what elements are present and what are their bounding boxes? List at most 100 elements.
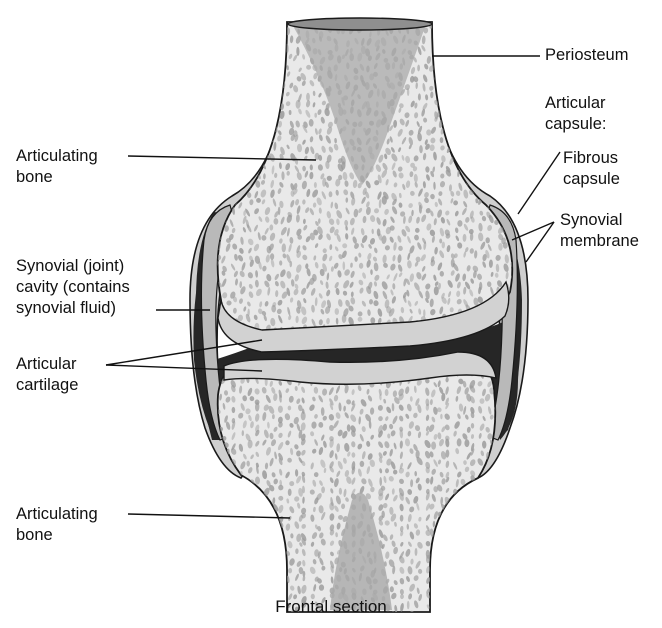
spongy-bone-mark	[231, 128, 238, 138]
spongy-bone-mark	[231, 481, 236, 486]
spongy-bone-mark	[446, 36, 453, 45]
spongy-bone-mark	[264, 63, 268, 71]
leader-articulating-bone-bottom	[128, 514, 290, 518]
spongy-bone-mark	[225, 152, 231, 158]
spongy-bone-mark	[264, 567, 270, 575]
spongy-bone-mark	[463, 543, 467, 551]
spongy-bone-mark	[479, 502, 485, 509]
spongy-bone-mark	[455, 531, 460, 540]
spongy-bone-mark	[464, 549, 471, 558]
spongy-bone-mark	[453, 130, 458, 136]
spongy-bone-mark	[274, 37, 278, 43]
spongy-bone-mark	[266, 559, 271, 565]
spongy-bone-mark	[485, 30, 490, 38]
label-articulating-bone-top-line1: Articulating	[16, 146, 98, 167]
spongy-bone-mark	[495, 531, 501, 537]
spongy-bone-mark	[278, 579, 285, 587]
spongy-bone-mark	[457, 523, 463, 530]
spongy-bone-mark	[278, 583, 285, 591]
spongy-bone-mark	[494, 504, 501, 512]
spongy-bone-mark	[461, 154, 468, 163]
spongy-bone-mark	[224, 577, 230, 586]
spongy-bone-mark	[255, 528, 261, 537]
spongy-bone-mark	[237, 495, 245, 505]
spongy-bone-mark	[466, 170, 471, 176]
spongy-bone-mark	[472, 170, 477, 178]
spongy-bone-mark	[262, 28, 267, 34]
spongy-bone-mark	[279, 543, 284, 549]
spongy-bone-mark	[488, 485, 492, 492]
spongy-bone-mark	[272, 83, 277, 90]
spongy-bone-mark	[479, 126, 486, 134]
spongy-bone-mark	[254, 151, 259, 159]
spongy-bone-mark	[445, 565, 451, 573]
spongy-bone-mark	[486, 184, 489, 191]
spongy-bone-mark	[471, 511, 475, 519]
spongy-bone-mark	[501, 35, 507, 44]
spongy-bone-mark	[238, 126, 243, 134]
spongy-bone-mark	[231, 522, 236, 528]
spongy-bone-mark	[219, 479, 223, 484]
spongy-bone-mark	[481, 551, 488, 560]
spongy-bone-mark	[452, 513, 458, 522]
spongy-bone-mark	[471, 522, 476, 529]
spongy-bone-mark	[236, 478, 241, 487]
spongy-bone-mark	[458, 27, 461, 34]
spongy-bone-mark	[489, 497, 495, 505]
spongy-bone-mark	[237, 180, 241, 186]
spongy-bone-mark	[445, 540, 450, 546]
spongy-bone-mark	[445, 103, 450, 110]
spongy-bone-mark	[229, 146, 236, 155]
spongy-bone-mark	[264, 514, 270, 522]
spongy-bone-mark	[232, 179, 235, 188]
spongy-bone-mark	[223, 174, 230, 182]
spongy-bone-mark	[478, 161, 484, 169]
spongy-bone-mark	[458, 135, 464, 143]
spongy-bone-mark	[495, 468, 499, 474]
spongy-bone-mark	[426, 478, 430, 484]
spongy-bone-mark	[493, 108, 498, 114]
spongy-bone-mark	[453, 541, 458, 548]
spongy-bone-mark	[458, 73, 463, 82]
spongy-bone-mark	[495, 120, 499, 126]
spongy-bone-mark	[255, 146, 260, 155]
spongy-bone-mark	[319, 584, 324, 590]
spongy-bone-mark	[512, 73, 520, 83]
spongy-bone-mark	[470, 127, 475, 133]
spongy-bone-mark	[457, 575, 462, 582]
spongy-bone-mark	[236, 70, 243, 78]
spongy-bone-mark	[439, 549, 445, 558]
spongy-bone-mark	[239, 134, 246, 143]
label-articular-capsule-line1: Articular	[545, 93, 606, 114]
spongy-bone-mark	[230, 118, 237, 125]
spongy-bone-mark	[253, 100, 257, 107]
spongy-bone-mark	[465, 107, 470, 114]
spongy-bone-mark	[512, 190, 518, 198]
spongy-bone-mark	[505, 157, 511, 164]
spongy-bone-mark	[213, 556, 218, 564]
spongy-bone-mark	[246, 485, 251, 494]
spongy-bone-mark	[238, 26, 244, 34]
spongy-bone-mark	[490, 550, 495, 558]
spongy-bone-mark	[231, 94, 235, 100]
spongy-bone-mark	[222, 117, 229, 124]
spongy-bone-mark	[440, 94, 446, 101]
spongy-bone-mark	[219, 125, 222, 132]
spongy-bone-mark	[270, 90, 276, 99]
spongy-bone-mark	[215, 74, 219, 79]
spongy-bone-mark	[263, 115, 269, 124]
spongy-bone-mark	[500, 32, 506, 39]
spongy-bone-mark	[233, 17, 238, 23]
spongy-bone-mark	[241, 154, 247, 161]
spongy-bone-mark	[278, 406, 283, 413]
spongy-bone-mark	[246, 161, 250, 167]
spongy-bone-mark	[450, 111, 454, 117]
spongy-bone-mark	[486, 109, 493, 118]
spongy-bone-mark	[440, 66, 445, 73]
spongy-bone-mark	[461, 43, 466, 52]
spongy-bone-mark	[225, 558, 233, 566]
label-articular-cartilage-line2: cartilage	[16, 375, 78, 396]
spongy-bone-mark	[223, 519, 231, 528]
spongy-bone-mark	[458, 36, 463, 42]
spongy-bone-mark	[446, 80, 450, 88]
